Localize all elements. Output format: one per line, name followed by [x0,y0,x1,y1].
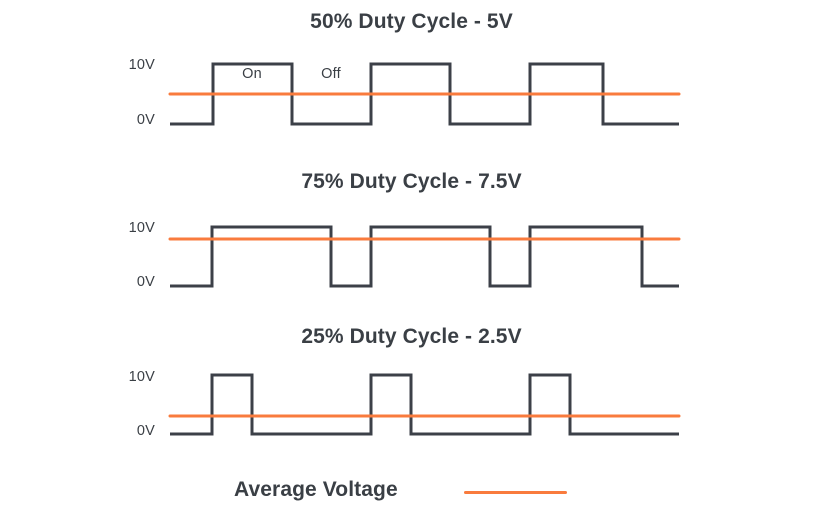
y-axis-label-high-duty-75: 10V [128,220,155,236]
legend-swatch-average-voltage [464,491,567,494]
y-axis-label-low-duty-50: 0V [136,112,155,128]
pwm-trace-duty-25 [170,373,679,436]
state-label-off: Off [321,66,341,82]
panel-title-duty-50: 50% Duty Cycle - 5V [310,10,513,33]
pwm-trace-duty-50 [170,62,679,126]
waveform-duty-25 [168,373,681,436]
waveform-duty-75 [168,225,681,288]
legend: Average Voltage [0,470,823,515]
y-axis-label-high-duty-50: 10V [128,57,155,73]
y-axis-label-high-duty-25: 10V [128,369,155,385]
legend-label: Average Voltage [234,478,398,501]
state-label-on: On [242,66,262,82]
panel-duty-75: 75% Duty Cycle - 7.5V 10V 0V [0,150,823,305]
y-axis-label-low-duty-25: 0V [136,423,155,439]
y-axis-label-low-duty-75: 0V [136,274,155,290]
panel-duty-25: 25% Duty Cycle - 2.5V 10V 0V [0,305,823,455]
waveform-duty-50 [168,62,681,126]
panel-title-duty-25: 25% Duty Cycle - 2.5V [301,325,522,348]
pwm-trace-duty-75 [170,225,679,288]
panel-title-duty-75: 75% Duty Cycle - 7.5V [301,170,522,193]
panel-duty-50: 50% Duty Cycle - 5V 10V 0V On Off [0,0,823,150]
